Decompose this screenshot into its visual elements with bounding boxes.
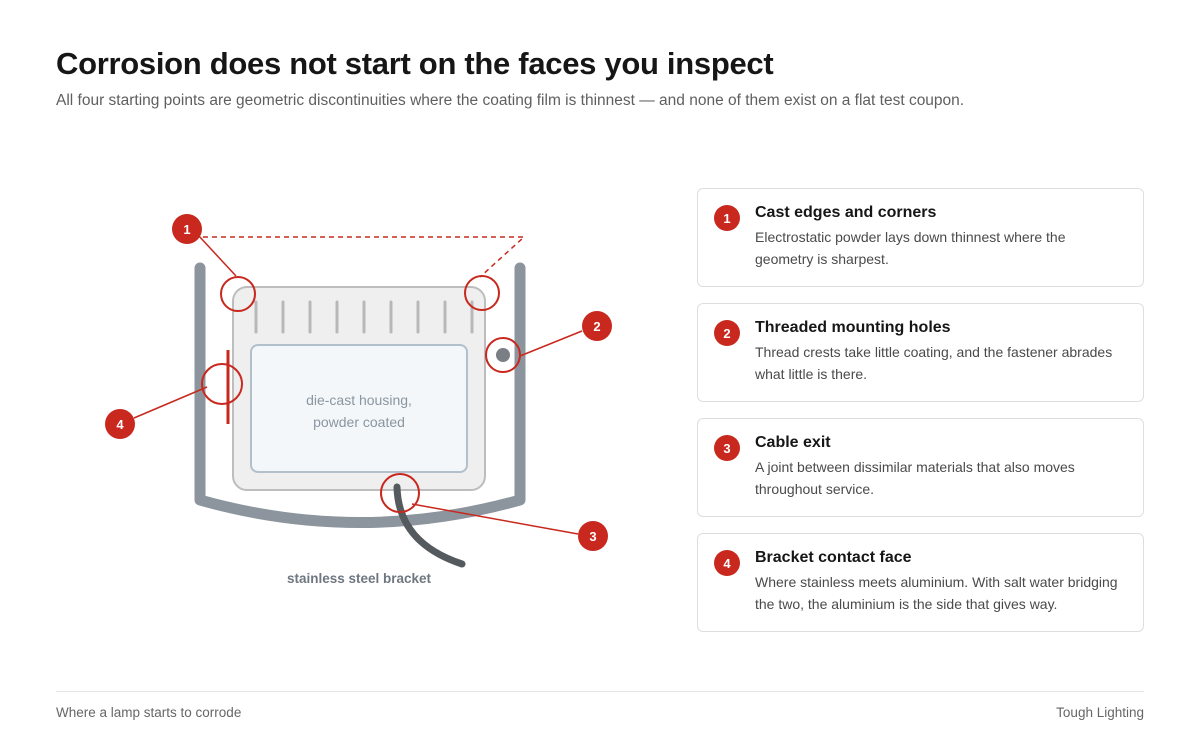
footer-brand: Tough Lighting [1056, 705, 1144, 720]
highlight-ring-corner-left [220, 276, 256, 312]
point-description: Where stainless meets aluminium. With sa… [755, 574, 1118, 612]
point-card-bracket-contact: 4 Bracket contact face Where stainless m… [697, 533, 1144, 632]
corrosion-points-list: 1 Cast edges and corners Electrostatic p… [697, 188, 1144, 648]
edge-indicator-dashed [203, 236, 526, 278]
point-description: Electrostatic powder lays down thinnest … [755, 229, 1066, 267]
svg-text:1: 1 [183, 222, 190, 237]
svg-text:2: 2 [593, 319, 600, 334]
cable [393, 483, 466, 568]
housing-label-line2: powder coated [313, 414, 405, 430]
point-title: Bracket contact face [755, 549, 912, 566]
stainless-bracket [194, 262, 526, 528]
point-number-badge: 4 [714, 550, 740, 576]
leader-line-3 [411, 503, 579, 535]
leader-line-1 [197, 234, 237, 277]
cooling-fins [254, 300, 474, 334]
point-card-cable-exit: 3 Cable exit A joint between dissimilar … [697, 418, 1144, 517]
page-title: Corrosion does not start on the faces yo… [56, 46, 774, 81]
marker-3: 3 [578, 521, 608, 551]
point-description: Thread crests take little coating, and t… [755, 344, 1113, 382]
bracket-label: stainless steel bracket [287, 571, 432, 586]
marker-1: 1 [172, 214, 202, 244]
point-title: Cable exit [755, 434, 831, 451]
svg-text:4: 4 [116, 417, 124, 432]
point-card-mounting-holes: 2 Threaded mounting holes Thread crests … [697, 303, 1144, 402]
housing-label-line1: die-cast housing, [306, 392, 412, 408]
lens-panel [250, 344, 468, 473]
point-number-badge: 1 [714, 205, 740, 231]
point-description: A joint between dissimilar materials tha… [755, 459, 1075, 497]
point-title: Threaded mounting holes [755, 319, 951, 336]
mounting-bolt [496, 348, 510, 362]
point-number-badge: 3 [714, 435, 740, 461]
highlight-ring-mounting-hole [485, 337, 521, 373]
lamp-diagram: die-cast housing, powder coated 1 [0, 150, 680, 610]
footer-caption: Where a lamp starts to corrode [56, 705, 242, 720]
footer-divider [56, 691, 1144, 692]
marker-4: 4 [105, 409, 135, 439]
point-number-badge: 2 [714, 320, 740, 346]
point-title: Cast edges and corners [755, 204, 937, 221]
svg-text:3: 3 [589, 529, 596, 544]
highlight-ring-contact-face [201, 363, 243, 405]
point-card-edges: 1 Cast edges and corners Electrostatic p… [697, 188, 1144, 287]
leader-line-2 [519, 330, 583, 357]
highlight-ring-cable-exit [380, 473, 420, 513]
leader-line-4 [133, 386, 208, 419]
marker-2: 2 [582, 311, 612, 341]
highlight-ring-corner-right [464, 275, 500, 311]
page-subtitle: All four starting points are geometric d… [56, 92, 965, 109]
